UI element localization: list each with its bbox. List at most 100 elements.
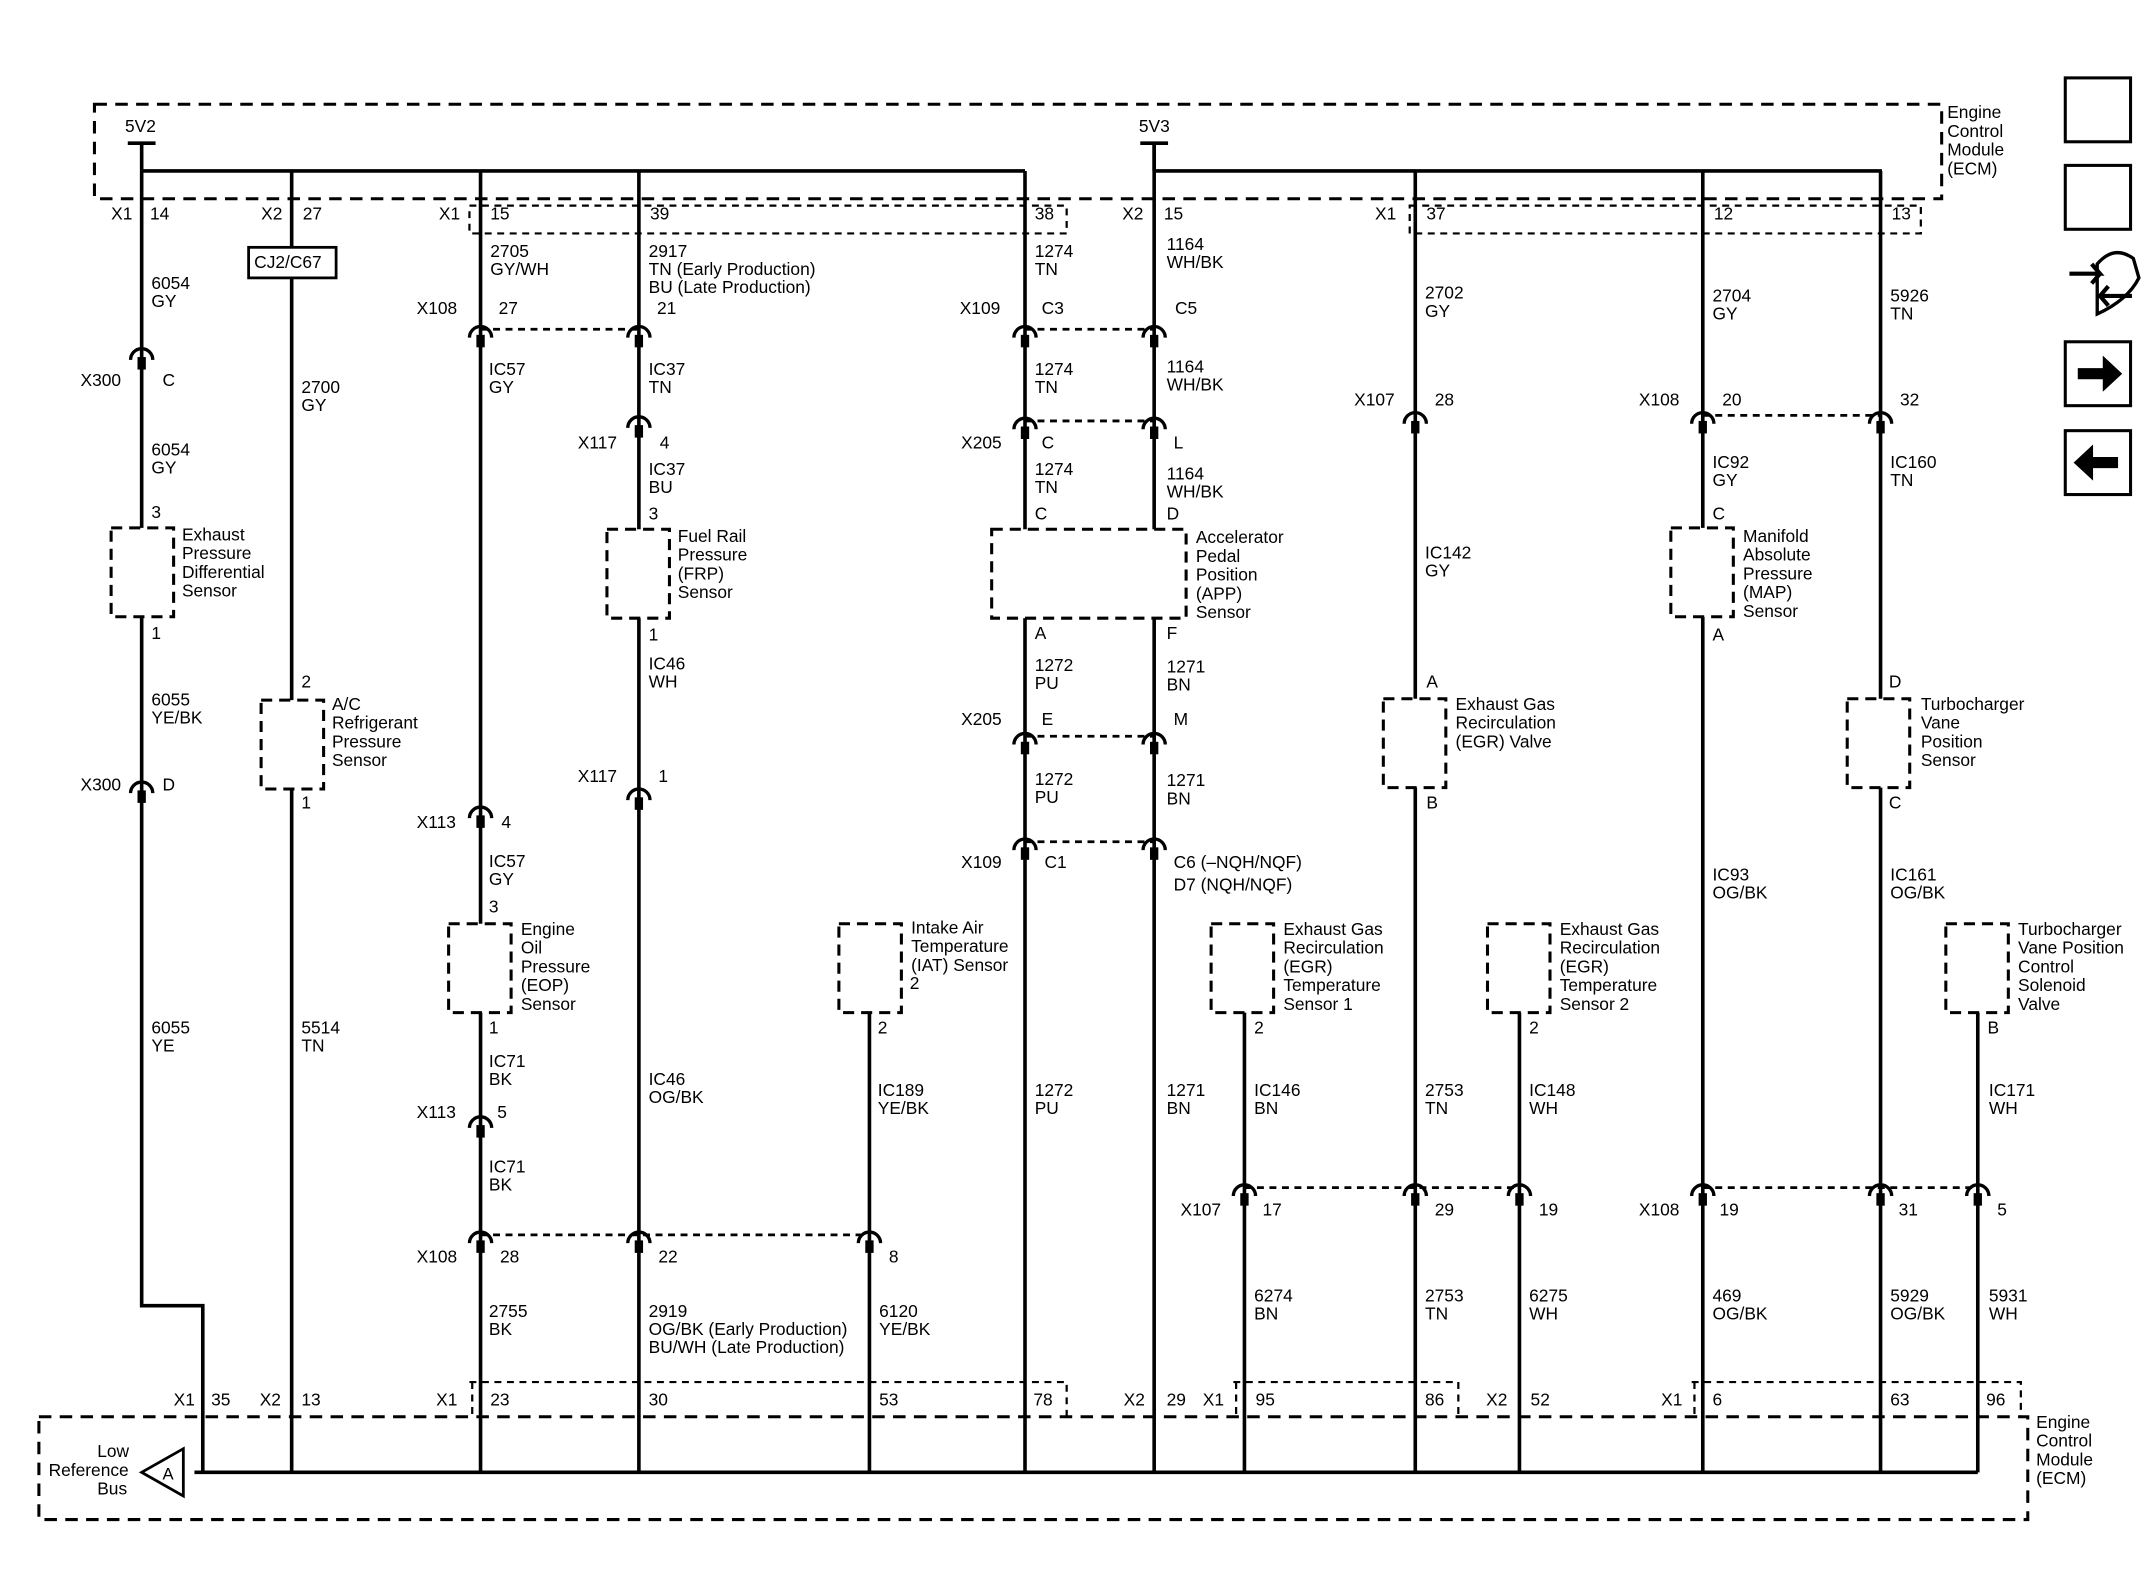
component-label: Exhaust bbox=[182, 524, 245, 544]
connector-label: L bbox=[1174, 433, 1184, 453]
wire-label: GY bbox=[301, 395, 327, 415]
wire-label: GY bbox=[151, 458, 177, 478]
inline-connector bbox=[626, 324, 652, 348]
wire-label: 5931 bbox=[1989, 1286, 2028, 1306]
component-5 bbox=[1381, 697, 1448, 790]
component-label: 2 bbox=[878, 1017, 888, 1037]
connector-label: M bbox=[1174, 709, 1188, 729]
wire-label: TN bbox=[1890, 470, 1913, 490]
splice-lines bbox=[480, 327, 1978, 1237]
wire-label: 1272 bbox=[1035, 1080, 1074, 1100]
connector-label: X1 bbox=[1375, 204, 1396, 224]
component-label: Sensor bbox=[1743, 601, 1798, 621]
component-label: B bbox=[1988, 1017, 2000, 1037]
wire-label: 2702 bbox=[1425, 283, 1464, 303]
wire-label: GY bbox=[1713, 304, 1739, 324]
wire-label: TN bbox=[301, 1036, 324, 1056]
inline-connector bbox=[1690, 1183, 1716, 1206]
wire-label: 6275 bbox=[1529, 1286, 1568, 1306]
inline-connector bbox=[1402, 1183, 1429, 1206]
ecm-top-box bbox=[92, 102, 1944, 201]
connector-label: 53 bbox=[879, 1390, 898, 1410]
wire-label: BN bbox=[1254, 1304, 1278, 1324]
ecm-label: Control bbox=[1947, 121, 2003, 141]
connector-label: X108 bbox=[417, 298, 458, 318]
component-label: (FRP) bbox=[678, 563, 724, 583]
low-ref-triangle bbox=[138, 1446, 185, 1499]
connector-label: X2 bbox=[1486, 1390, 1507, 1410]
connector-label: 19 bbox=[1719, 1199, 1738, 1219]
wire-label: IC160 bbox=[1890, 452, 1936, 472]
wire-label: WH/BK bbox=[1167, 481, 1224, 501]
low-ref-label: Reference bbox=[49, 1460, 129, 1480]
wire-label: BK bbox=[489, 1174, 513, 1194]
connector-label: 35 bbox=[211, 1390, 230, 1410]
connector-label: X2 bbox=[1124, 1390, 1145, 1410]
wire-label: GY bbox=[1425, 301, 1451, 321]
component-label: (EGR) bbox=[1560, 956, 1609, 976]
wire-label: IC46 bbox=[649, 1069, 686, 1089]
wire-label: IC93 bbox=[1713, 865, 1750, 885]
connector-label: 23 bbox=[490, 1390, 509, 1410]
loc-button[interactable] bbox=[2063, 76, 2133, 144]
wire-label: 1274 bbox=[1035, 459, 1074, 479]
wire-label: OG/BK bbox=[1713, 883, 1768, 903]
component-label: Pressure bbox=[332, 731, 401, 751]
component-label: Sensor bbox=[332, 750, 387, 770]
connector-label: X1 bbox=[1203, 1390, 1224, 1410]
component-label: (EOP) bbox=[521, 975, 569, 995]
wire-label: 469 bbox=[1713, 1286, 1742, 1306]
component-0 bbox=[109, 526, 176, 619]
ecm-label: (ECM) bbox=[2036, 1468, 2086, 1488]
wire-label: TN bbox=[1035, 377, 1058, 397]
wire-label: 1164 bbox=[1167, 234, 1205, 254]
inline-connector bbox=[1012, 324, 1038, 348]
connector-label: C bbox=[1042, 433, 1055, 453]
connector-icon[interactable] bbox=[2069, 251, 2141, 317]
wire-label: 6055 bbox=[151, 1017, 190, 1037]
wire-label: 1164 bbox=[1167, 463, 1205, 483]
component-label: Pressure bbox=[182, 543, 251, 563]
component-label: Refrigerant bbox=[332, 713, 418, 733]
connector-label: 8 bbox=[889, 1247, 899, 1267]
wire-label: GY bbox=[489, 869, 515, 889]
components bbox=[109, 526, 2010, 1015]
desc-button[interactable] bbox=[2063, 163, 2133, 231]
arrow-right-icon bbox=[2077, 355, 2123, 392]
component-label: Pedal bbox=[1196, 546, 1240, 566]
component-label: 2 bbox=[301, 672, 311, 692]
component-label: Recirculation bbox=[1560, 938, 1660, 958]
connector-label: X113 bbox=[417, 1102, 456, 1122]
component-label: (APP) bbox=[1196, 583, 1242, 603]
arrow-left-icon bbox=[2073, 444, 2119, 481]
component-label: Exhaust Gas bbox=[1456, 694, 1556, 714]
wire-label: 1271 bbox=[1167, 770, 1206, 790]
wire-label: IC171 bbox=[1989, 1080, 2035, 1100]
connector-label: X1 bbox=[1661, 1390, 1682, 1410]
low-ref-label: Bus bbox=[97, 1479, 127, 1499]
ref-label-5v2: 5V2 bbox=[125, 116, 156, 136]
connector-label: 17 bbox=[1263, 1199, 1282, 1219]
component-label: Pressure bbox=[678, 545, 747, 565]
wire-label: WH bbox=[1989, 1098, 2018, 1118]
component-label: Turbocharger bbox=[2018, 919, 2122, 939]
component-label: Sensor 2 bbox=[1560, 994, 1629, 1014]
component-label: 1 bbox=[151, 623, 161, 643]
component-label: 2 bbox=[1529, 1017, 1539, 1037]
low-ref-label: Low bbox=[97, 1441, 129, 1461]
connector-label: X300 bbox=[81, 370, 122, 390]
component-1 bbox=[259, 698, 326, 791]
connector-label: 13 bbox=[301, 1390, 320, 1410]
wire-label: 2700 bbox=[301, 377, 340, 397]
component-2 bbox=[605, 527, 671, 620]
wire-label: 5514 bbox=[301, 1017, 340, 1037]
wire-label: 2919 bbox=[649, 1301, 688, 1321]
inline-connector bbox=[626, 415, 652, 438]
component-label: A bbox=[1035, 623, 1047, 643]
wire-label: IC161 bbox=[1890, 865, 1936, 885]
wire-label: 1271 bbox=[1167, 656, 1206, 676]
connectors bbox=[128, 245, 1991, 1499]
wire-label: GY bbox=[489, 377, 515, 397]
connector-label: C5 bbox=[1175, 298, 1197, 318]
